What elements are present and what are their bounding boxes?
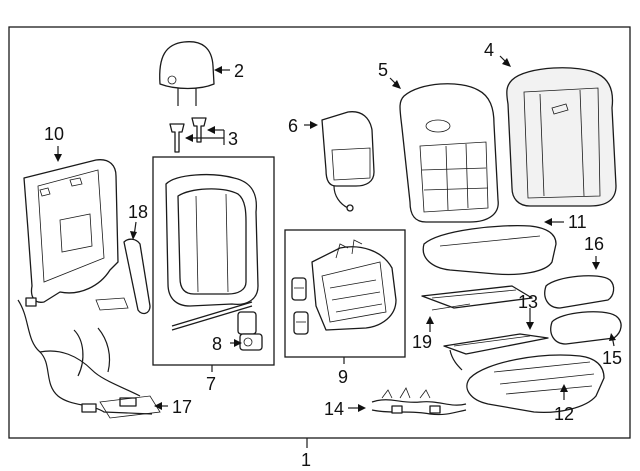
callout-16: 16 [584, 234, 604, 254]
callout-18: 18 [128, 202, 148, 222]
seat-back-cover[interactable] [506, 67, 617, 207]
seat-back-panel[interactable] [23, 159, 119, 303]
callout-13: 13 [518, 292, 538, 312]
callout-12: 12 [554, 404, 574, 424]
callout-1: 1 [301, 450, 311, 470]
callout-2: 2 [234, 61, 244, 81]
callout-15: 15 [602, 348, 622, 368]
callout-6: 6 [288, 116, 298, 136]
recliner-motor[interactable] [237, 311, 263, 351]
callout-5: 5 [378, 60, 388, 80]
seat-frame[interactable] [311, 239, 397, 331]
seat-back-frame[interactable] [165, 174, 259, 331]
lumbar-module[interactable] [321, 111, 375, 212]
callout-8: 8 [212, 334, 222, 354]
cushion-harness[interactable] [371, 387, 467, 416]
callout-19: 19 [412, 332, 432, 352]
seat-cushion-pad[interactable] [466, 354, 605, 414]
callout-3: 3 [228, 129, 238, 149]
callout-14: 14 [324, 399, 344, 419]
headrest-guides[interactable] [169, 117, 207, 153]
heating-pads[interactable] [421, 285, 549, 371]
side-trim[interactable] [123, 238, 151, 315]
headrest[interactable] [159, 41, 215, 106]
seat-back-pad[interactable] [399, 83, 499, 223]
callout-17: 17 [172, 397, 192, 417]
bolster-upper[interactable] [544, 275, 615, 309]
bolster-lower[interactable] [550, 311, 622, 345]
seat-cushion-cover[interactable] [422, 225, 557, 276]
group-box-7 [152, 156, 275, 366]
seat-adjust-switch[interactable] [291, 277, 309, 335]
callout-9: 9 [338, 367, 348, 387]
callout-4: 4 [484, 40, 494, 60]
callout-11: 11 [568, 212, 587, 232]
callout-10: 10 [44, 124, 64, 144]
wiring-harness[interactable] [17, 297, 161, 419]
group-box-9 [284, 229, 406, 358]
callout-7: 7 [206, 374, 216, 394]
diagram-frame [8, 26, 631, 439]
